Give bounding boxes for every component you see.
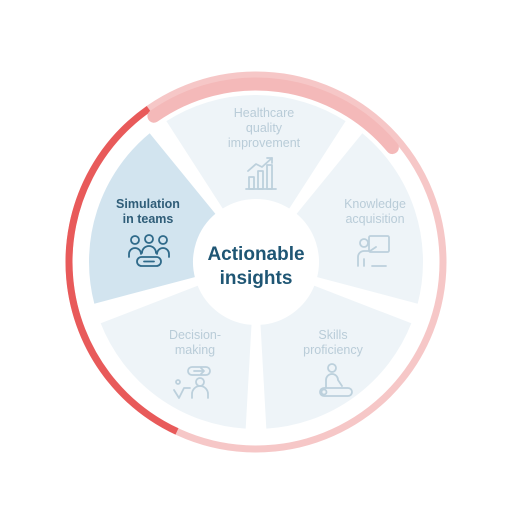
label-line: improvement xyxy=(227,136,301,150)
decision-icon xyxy=(173,366,211,399)
segment-label-healthcare: Healthcare quality improvement xyxy=(209,106,319,151)
segment-skills[interactable] xyxy=(258,283,414,431)
presentation-icon xyxy=(357,235,390,267)
label-line: quality xyxy=(245,121,283,135)
label-line: acquisition xyxy=(345,212,405,226)
segment-knowledge[interactable] xyxy=(294,130,425,306)
label-line: proficiency xyxy=(303,343,363,357)
segment-decision[interactable] xyxy=(98,283,254,431)
label-line: Knowledge xyxy=(344,197,406,211)
label-line: making xyxy=(174,343,216,357)
label-line: in teams xyxy=(122,212,174,226)
outer-ring-progress xyxy=(65,105,179,435)
label-line: Skills xyxy=(318,328,348,342)
segment-simulation[interactable] xyxy=(87,130,218,306)
segment-label-simulation: Simulation in teams xyxy=(93,197,203,227)
team-icon xyxy=(128,234,170,267)
center-title-line2: insights xyxy=(219,268,293,289)
outer-ring-top-arc xyxy=(147,77,399,155)
bar-chart-icon xyxy=(245,157,277,190)
label-line: Decision- xyxy=(168,328,222,342)
segment-label-knowledge: Knowledge acquisition xyxy=(320,197,430,227)
label-line: Healthcare xyxy=(233,106,295,120)
center-title-line1: Actionable xyxy=(207,244,305,265)
center-circle xyxy=(198,204,314,320)
segment-healthcare[interactable] xyxy=(163,93,349,211)
patient-care-icon xyxy=(319,363,353,397)
segment-label-decision: Decision- making xyxy=(140,328,250,358)
label-line: Simulation xyxy=(116,197,180,211)
center-title: Actionable insights xyxy=(196,243,316,291)
segment-label-skills: Skills proficiency xyxy=(278,328,388,358)
